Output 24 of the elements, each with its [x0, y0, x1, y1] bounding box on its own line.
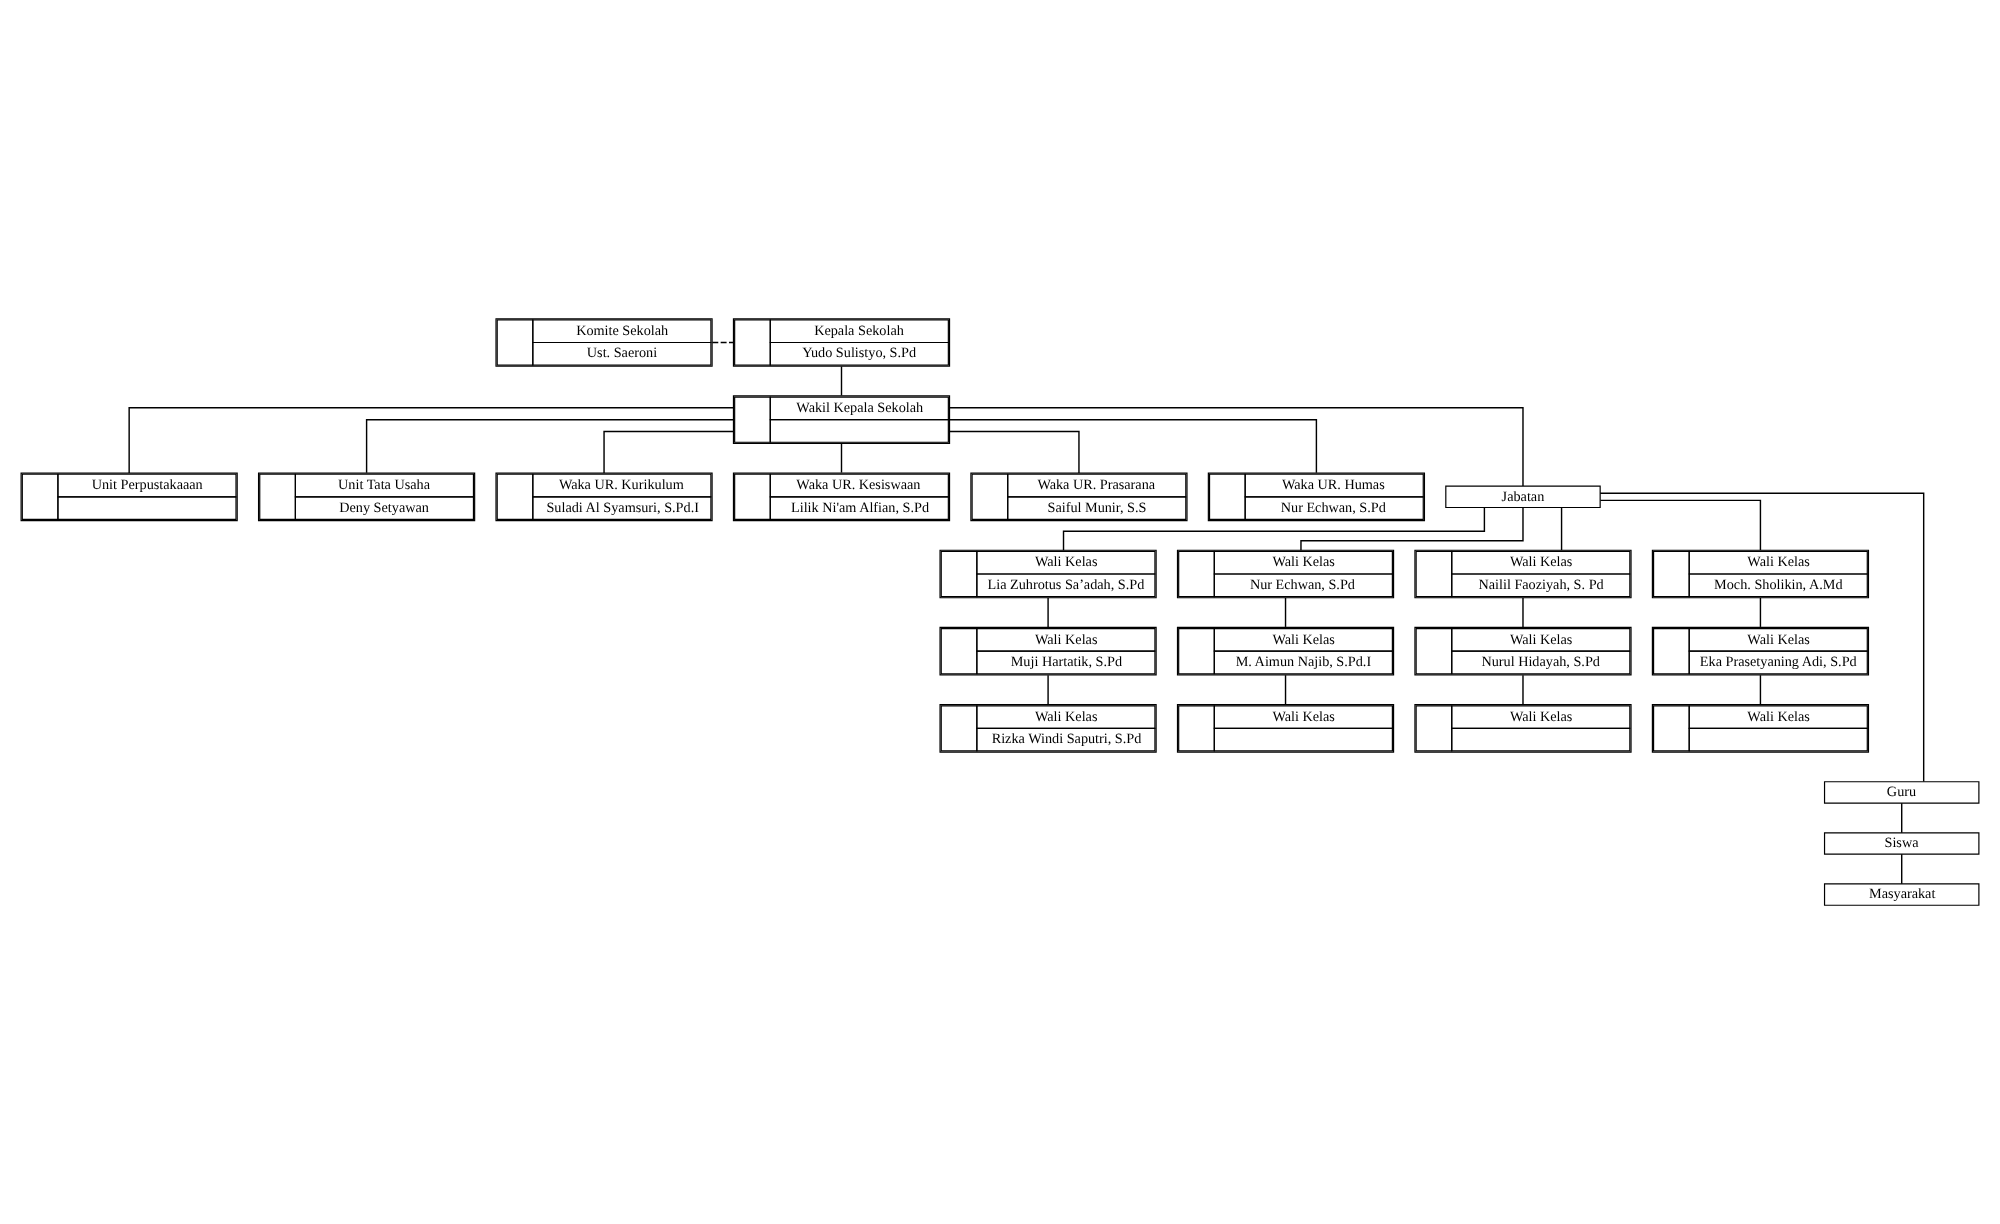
- connector: [840, 365, 843, 397]
- connector: [949, 407, 1524, 487]
- connector: [949, 430, 1080, 474]
- connector: [840, 442, 843, 474]
- connector: [1522, 674, 1524, 705]
- connector: [365, 418, 735, 474]
- connector: [1522, 597, 1524, 628]
- connector: [948, 418, 1318, 474]
- connector: [711, 341, 735, 344]
- connector: [1599, 499, 1762, 551]
- connector: [1759, 597, 1762, 628]
- connector: [1300, 507, 1524, 551]
- connector: [1599, 492, 1925, 783]
- connector: [1560, 506, 1563, 551]
- connector: [1047, 674, 1049, 705]
- connector: [128, 407, 734, 474]
- connector: [603, 430, 734, 474]
- connector: [1759, 674, 1762, 705]
- connector: [1062, 507, 1486, 551]
- connector: [1284, 597, 1287, 628]
- connector: [1901, 853, 1903, 885]
- connector: [1047, 597, 1049, 628]
- connector: [1901, 802, 1903, 834]
- connector: [1284, 674, 1287, 705]
